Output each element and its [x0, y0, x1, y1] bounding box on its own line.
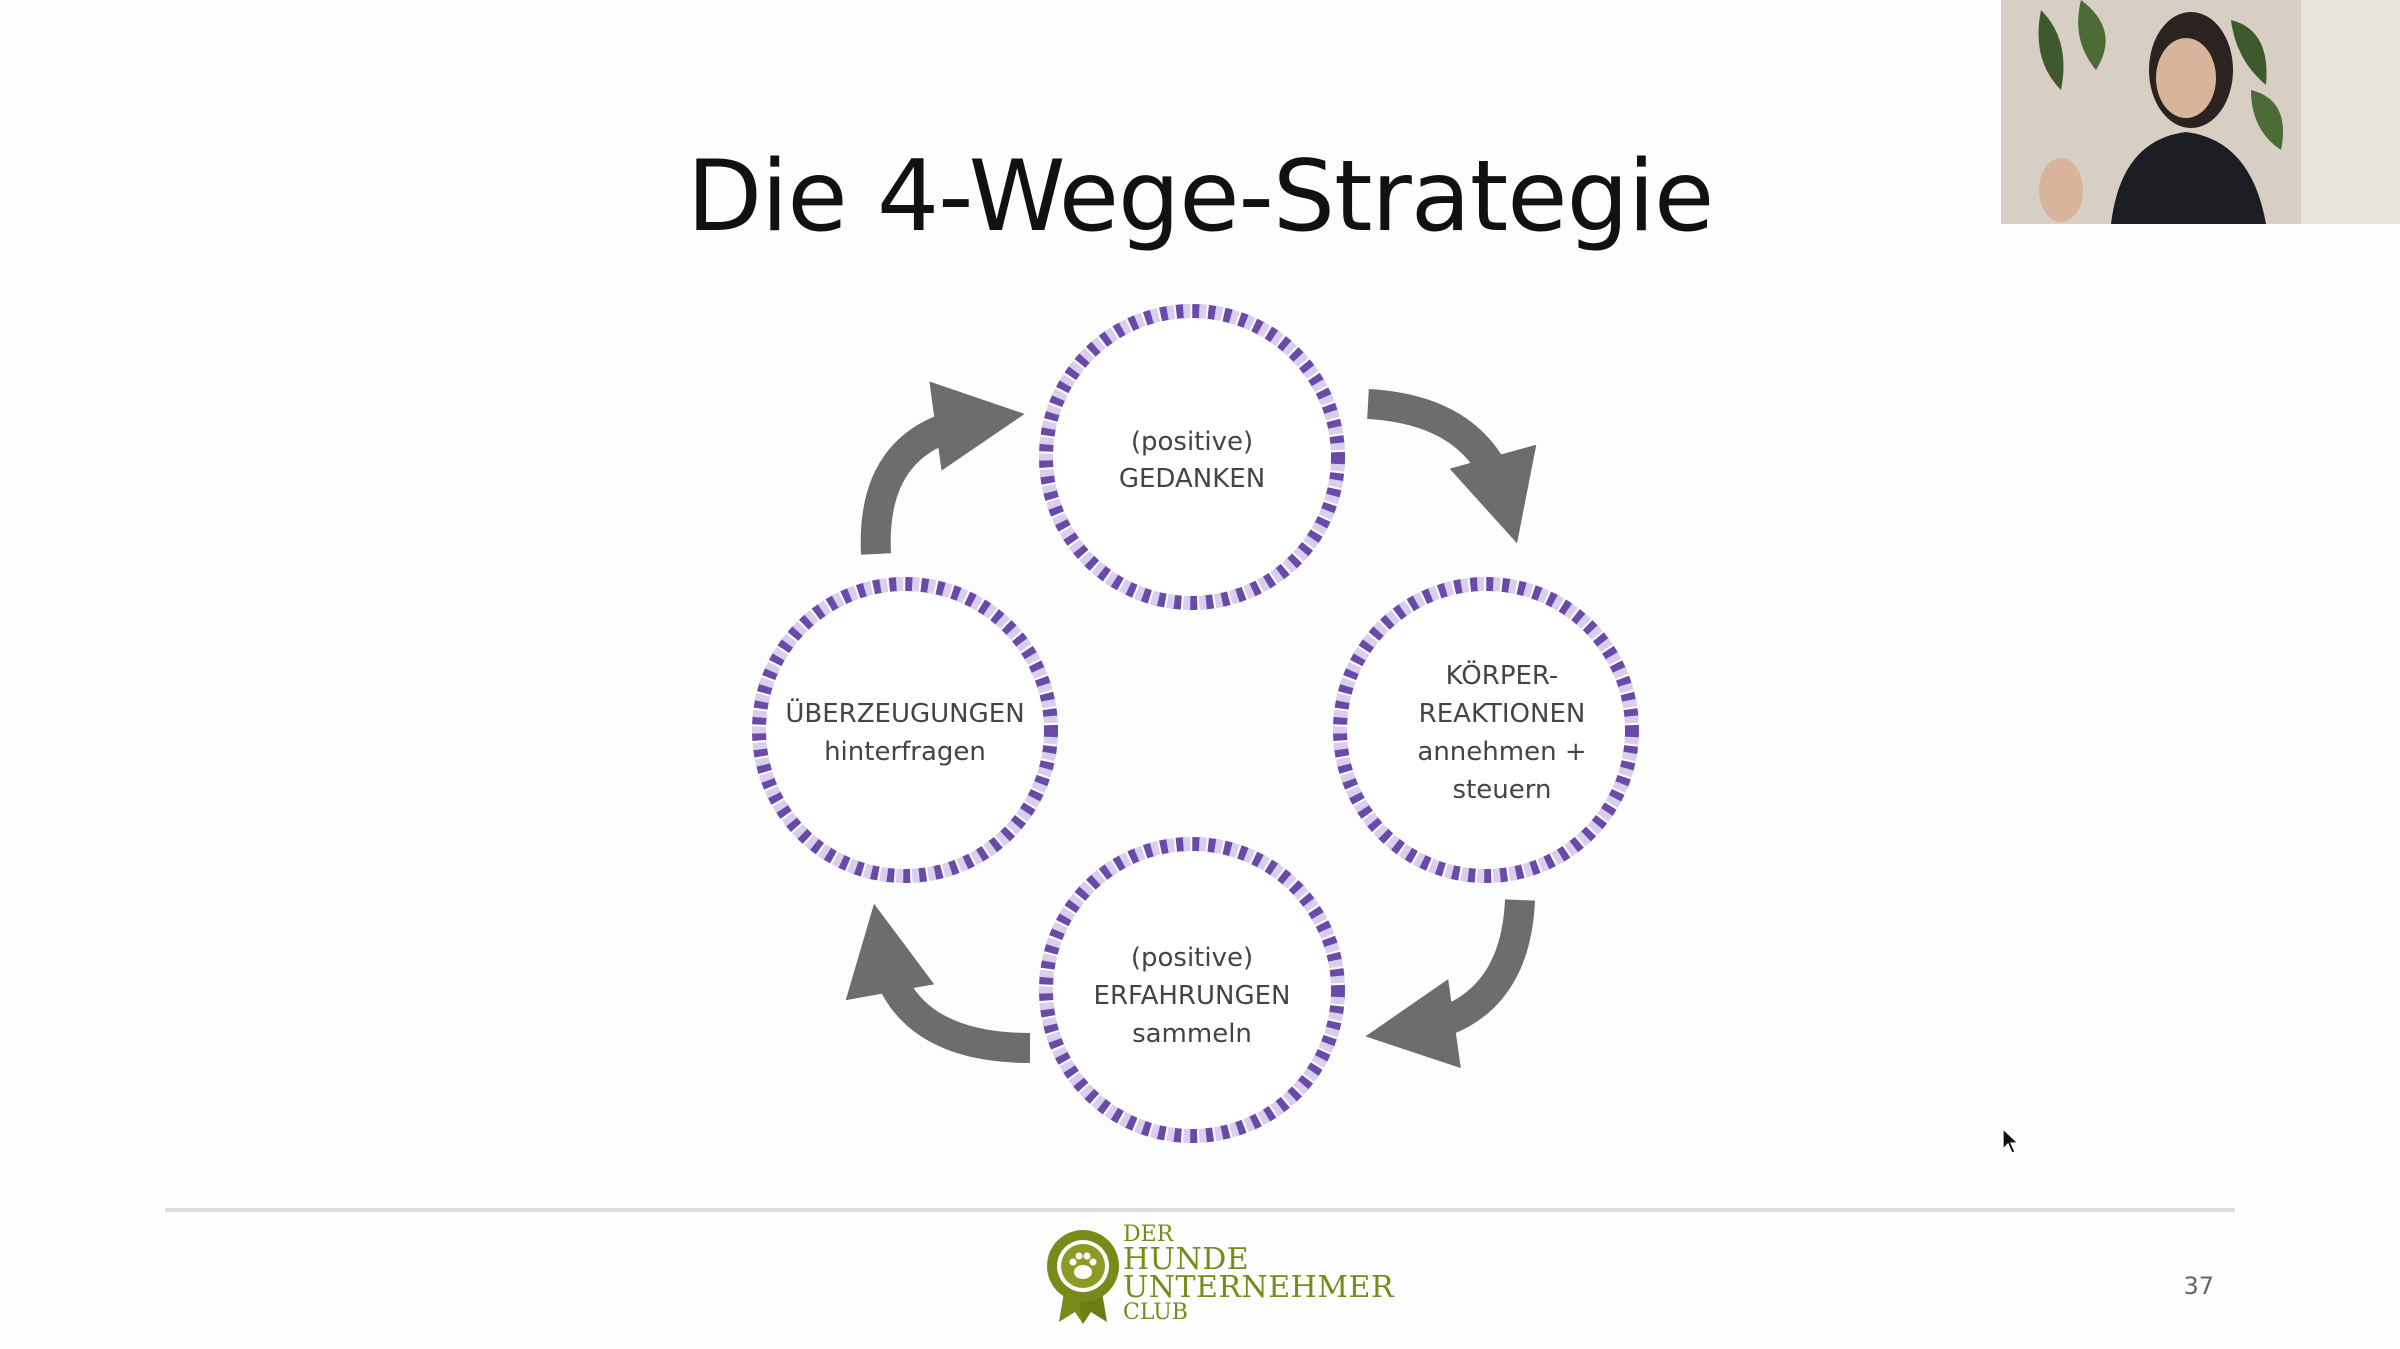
- arrow-erfahrungen-to-ueberzeugungen: [845, 903, 1031, 1063]
- arrow-gedanken-to-koerper: [1366, 389, 1537, 544]
- webcam-video-feed[interactable]: [2001, 0, 2400, 224]
- presenter-video-image: [2001, 0, 2400, 224]
- logo-text-hunde: HUNDE: [1123, 1242, 1250, 1277]
- slide-title: Die 4-Wege-Strategie: [686, 140, 1715, 254]
- cycle-arrows: [845, 381, 1537, 1069]
- footer-divider: [165, 1208, 2235, 1212]
- node-koerper-label-3: annehmen +: [1417, 737, 1586, 767]
- node-koerper-label-4: steuern: [1453, 775, 1552, 805]
- ring-gedanken: (positive) GEDANKEN: [1039, 304, 1345, 610]
- club-logo: DER HUNDE UNTERNEHMER CLUB: [1045, 1224, 1394, 1324]
- ring-erfahrungen: (positive) ERFAHRUNGEN sammeln: [1039, 837, 1345, 1143]
- node-erfahrungen-label-1: (positive): [1131, 943, 1253, 973]
- node-koerper-label-1: KÖRPER-: [1446, 659, 1559, 691]
- ring-ueberzeugungen: ÜBERZEUGUNGEN hinterfragen: [752, 577, 1058, 883]
- node-gedanken-label-2: GEDANKEN: [1119, 464, 1265, 494]
- logo-text-unternehmer: UNTERNEHMER: [1123, 1270, 1395, 1305]
- logo-text-der: DER: [1123, 1222, 1174, 1247]
- mouse-cursor-icon: [2002, 1128, 2020, 1154]
- logo-text-club: CLUB: [1123, 1300, 1188, 1325]
- node-erfahrungen-label-3: sammeln: [1132, 1019, 1252, 1049]
- node-ueberzeugungen-label-2: hinterfragen: [824, 737, 986, 767]
- slide-page-number: 37: [2183, 1272, 2214, 1300]
- node-ueberzeugungen-label-1: ÜBERZEUGUNGEN: [785, 697, 1024, 729]
- node-erfahrungen-label-2: ERFAHRUNGEN: [1094, 981, 1291, 1011]
- arrow-ueberzeugungen-to-gedanken: [860, 381, 1025, 555]
- node-gedanken-label-1: (positive): [1131, 427, 1253, 457]
- logo-badge-icon: [1047, 1230, 1119, 1324]
- node-koerper-label-2: REAKTIONEN: [1419, 699, 1586, 729]
- arrow-koerper-to-erfahrungen: [1365, 899, 1535, 1069]
- ring-koerper: KÖRPER- REAKTIONEN annehmen + steuern: [1333, 577, 1639, 883]
